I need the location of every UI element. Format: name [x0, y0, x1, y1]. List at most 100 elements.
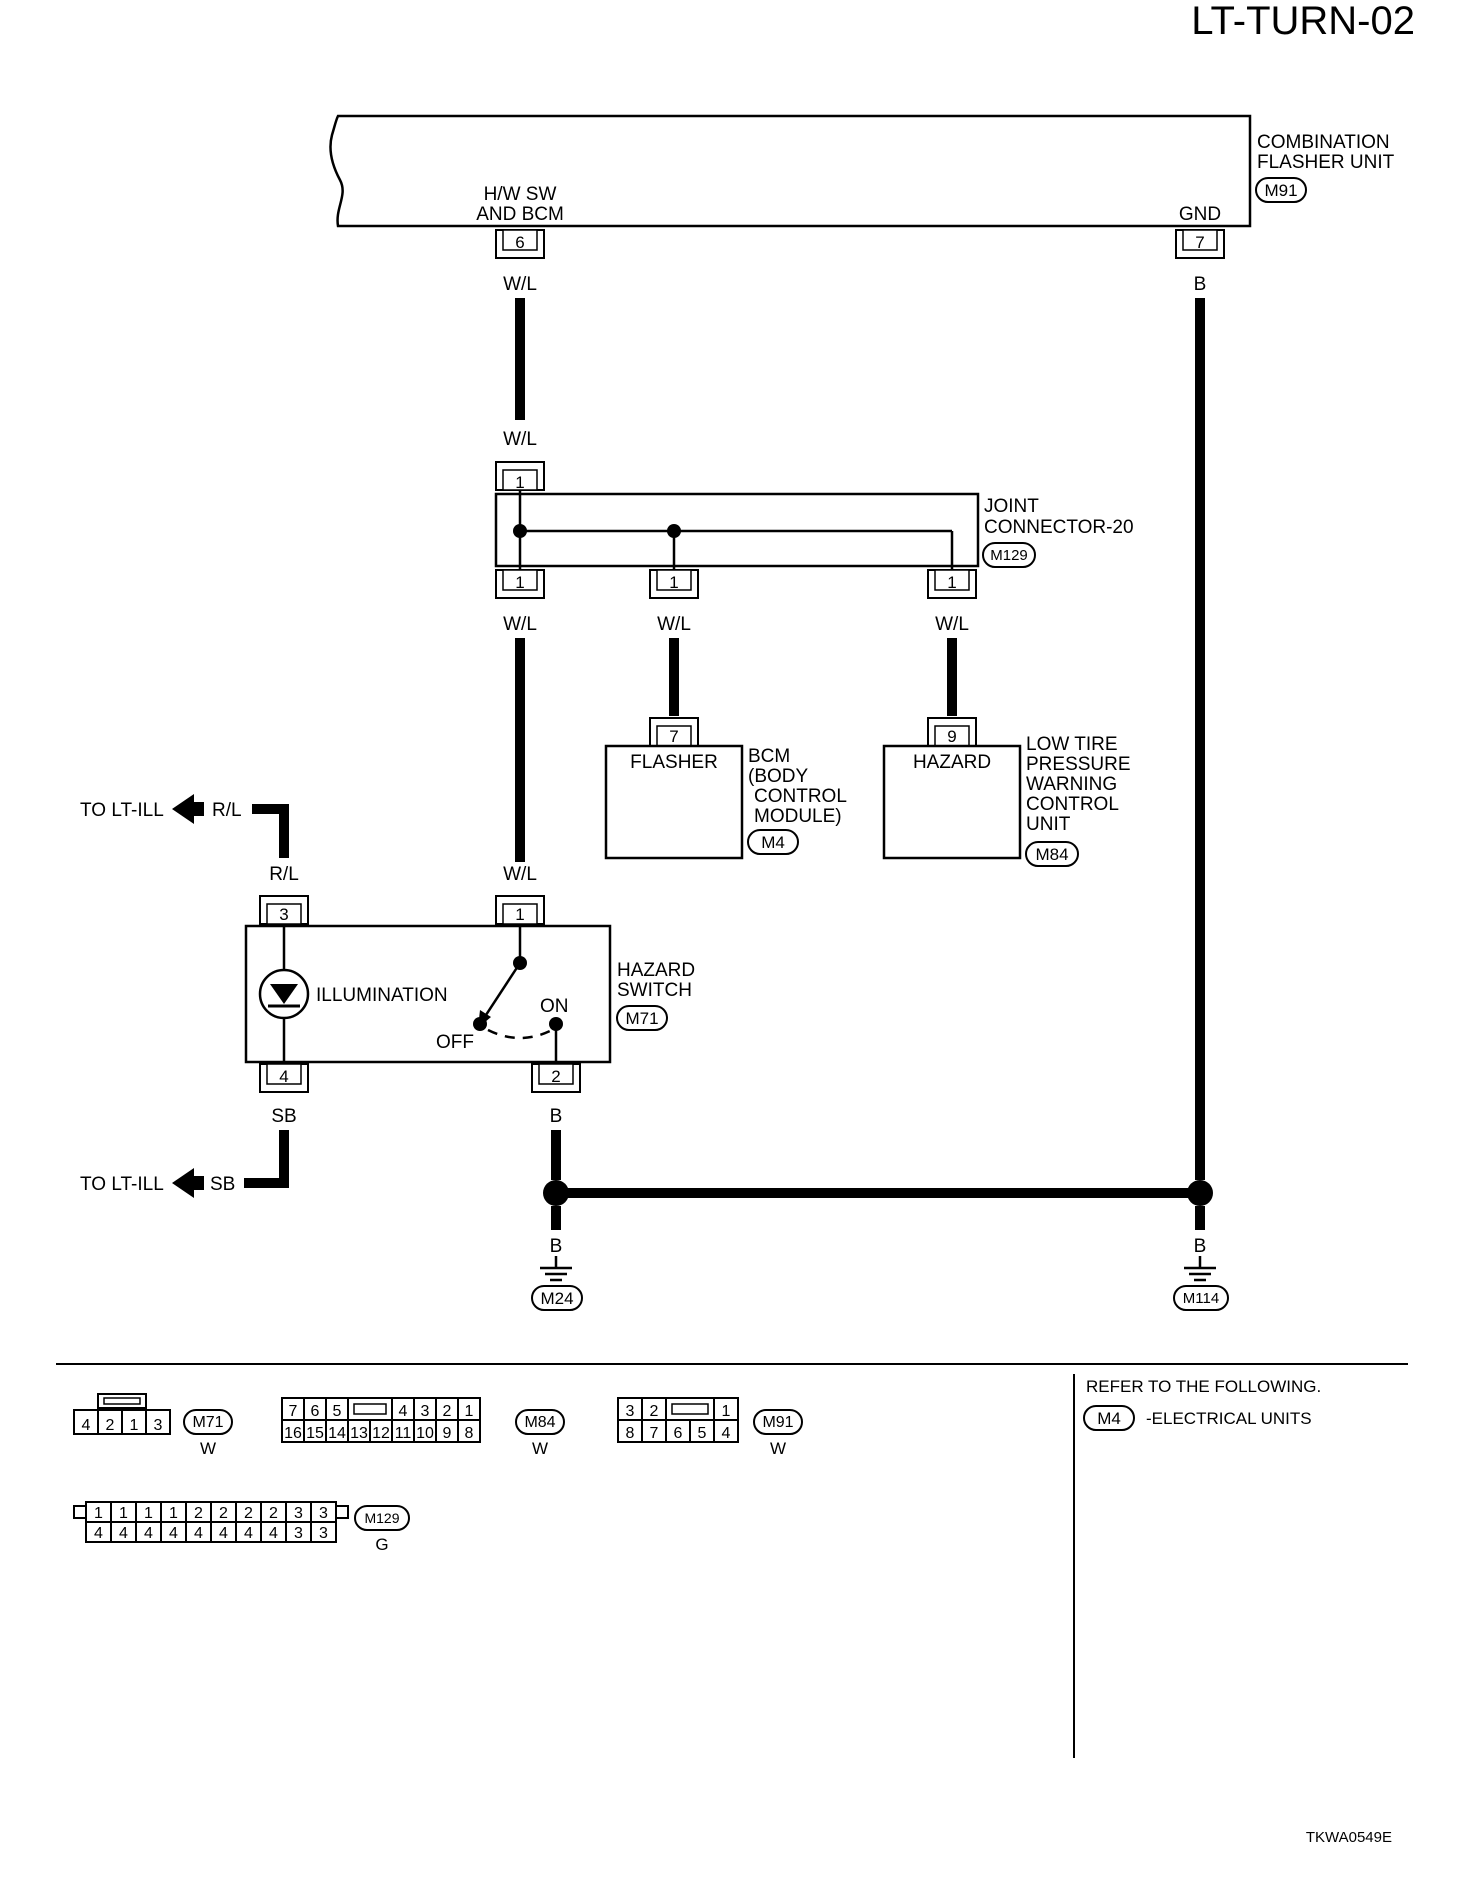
svg-text:7: 7	[1195, 233, 1204, 252]
hazard-pin-3: 3	[259, 895, 309, 925]
switch-on-label: ON	[540, 996, 569, 1017]
m84-bottom-cell-label: 16	[284, 1425, 302, 1442]
m84-top-cell-label: 4	[399, 1403, 408, 1420]
joint-name-line2: CONNECTOR-20	[984, 517, 1134, 538]
refer-item-m4: M4 -ELECTRICAL UNITS	[1083, 1405, 1312, 1431]
badge-color: W	[200, 1439, 216, 1458]
m129-bottom-cell	[310, 1521, 337, 1543]
m84-bottom-cell	[457, 1419, 481, 1443]
arrow-left-icon	[172, 1168, 204, 1198]
wire-color-wl-6: W/L	[503, 864, 537, 885]
offpage-top-color: R/L	[212, 800, 242, 821]
m84-top-cell-label: 6	[311, 1403, 320, 1420]
arrow-left-icon	[172, 794, 204, 824]
tpms-terminal-label: HAZARD	[913, 752, 991, 773]
m84-bottom-cell-label: 11	[395, 1425, 412, 1442]
hazard-switch-name-line2: SWITCH	[617, 980, 692, 1001]
m129-top-cell-label: 2	[244, 1505, 253, 1522]
svg-text:7: 7	[669, 727, 678, 746]
tpms-name-line1: LOW TIRE	[1026, 734, 1118, 755]
ground-symbol-icon	[540, 1266, 572, 1282]
joint-pin-out-c: 1	[927, 569, 977, 599]
m84-bottom-cell-label: 12	[372, 1425, 390, 1442]
svg-text:4: 4	[279, 1067, 288, 1086]
m129-top-cell-label: 2	[219, 1505, 228, 1522]
joint-name-line1: JOINT	[984, 496, 1039, 517]
svg-text:6: 6	[515, 233, 524, 252]
m71-pin-cell-label: 3	[154, 1417, 163, 1434]
page-title: LT-TURN-02	[1191, 0, 1415, 43]
connector-badge-m4: M4	[747, 829, 799, 855]
svg-text:1: 1	[515, 473, 524, 492]
svg-text:3: 3	[279, 905, 288, 924]
flasher-pin-7: 7	[1175, 229, 1225, 259]
m129-bottom-cell-label: 4	[244, 1525, 253, 1542]
badge-id: M129	[364, 1510, 399, 1526]
ground-m114: B M114	[1173, 1236, 1229, 1311]
hazard-switch: 3 1 ILLUMINATION ON OFF 4	[244, 895, 695, 1093]
m129-top-cell-label: 1	[119, 1505, 128, 1522]
offpage-top-text: TO LT-ILL	[80, 800, 164, 821]
m84-bottom-cell-label: 9	[443, 1425, 452, 1442]
m91-bottom-cell-label: 6	[674, 1425, 683, 1442]
wire-color-wl-4: W/L	[657, 614, 691, 635]
hazard-pin-4: 4	[259, 1063, 309, 1093]
pin6-label-line2: AND BCM	[476, 204, 564, 225]
ground-left-connector: M24	[540, 1289, 573, 1308]
m91-top-cell-label: 3	[626, 1403, 635, 1420]
offpage-to-lt-ill-bottom: TO LT-ILL SB	[80, 1130, 289, 1198]
switch-off-label: OFF	[436, 1032, 474, 1053]
wire-color-b-right-top: B	[1194, 274, 1207, 295]
offpage-bottom-color: SB	[210, 1174, 235, 1195]
tpms-name-line4: CONTROL	[1026, 794, 1119, 815]
tpms-name-line3: WARNING	[1026, 774, 1117, 795]
m129-bottom-cell-label: 4	[119, 1525, 128, 1542]
m129-bottom-cell-label: 4	[269, 1525, 278, 1542]
connector-badge-m91: M91	[1255, 177, 1307, 203]
badge-id: M71	[192, 1414, 223, 1431]
wire-color-wl-3: W/L	[503, 614, 537, 635]
m91-bottom-cell-label: 4	[722, 1425, 731, 1442]
offpage-to-lt-ill-top: TO LT-ILL R/L	[80, 794, 289, 858]
m129-bottom-cell-label: 4	[194, 1525, 203, 1542]
m129-top-cell-label: 3	[294, 1505, 303, 1522]
m129-top-cell-label: 2	[269, 1505, 278, 1522]
wire-color-sb: SB	[271, 1106, 296, 1127]
connector-badge-m129: M129	[982, 542, 1036, 568]
bcm-name-line4: MODULE)	[754, 806, 842, 827]
m129-top-cell-label: 1	[144, 1505, 153, 1522]
svg-text:M71: M71	[625, 1009, 658, 1028]
m129-bottom-cell-label: 3	[294, 1525, 303, 1542]
refer-heading: REFER TO THE FOLLOWING.	[1086, 1377, 1321, 1396]
svg-text:M4: M4	[761, 833, 785, 852]
svg-text:9: 9	[947, 727, 956, 746]
wire-color-wl-1: W/L	[503, 274, 537, 295]
wire-color-wl-2: W/L	[503, 429, 537, 450]
m129-bottom-cell-label: 4	[169, 1525, 178, 1542]
wire-color-wl-5: W/L	[935, 614, 969, 635]
m91-bottom-cell	[713, 1419, 739, 1443]
m71-pin-cell-label: 2	[106, 1417, 115, 1434]
badge-color: W	[770, 1439, 786, 1458]
illumination-lamp-icon	[258, 968, 310, 1020]
m71-pin-cell	[145, 1409, 171, 1435]
m71-pin-cell	[97, 1409, 123, 1435]
splice-right	[1187, 1180, 1213, 1206]
connector-badge-m84: M84	[1025, 841, 1079, 867]
badge-color: W	[532, 1439, 548, 1458]
m129-top-cell-label: 2	[194, 1505, 203, 1522]
m91-bottom-cell-label: 7	[650, 1425, 659, 1442]
m84-bottom-cell-label: 10	[416, 1425, 434, 1442]
m129-bottom-cell-label: 4	[94, 1525, 103, 1542]
pin6-label-line1: H/W SW	[484, 184, 557, 205]
badge-id: M84	[524, 1414, 555, 1431]
bcm-terminal-label: FLASHER	[630, 752, 718, 773]
svg-text:1: 1	[669, 573, 678, 592]
flasher-unit-name-line1: COMBINATION	[1257, 132, 1390, 153]
bcm-unit: 7 FLASHER BCM (BODY CONTROL MODULE) M4	[604, 717, 847, 860]
connector-badge-m71: M71	[616, 1005, 668, 1031]
bcm-name-line2: (BODY	[748, 766, 809, 787]
